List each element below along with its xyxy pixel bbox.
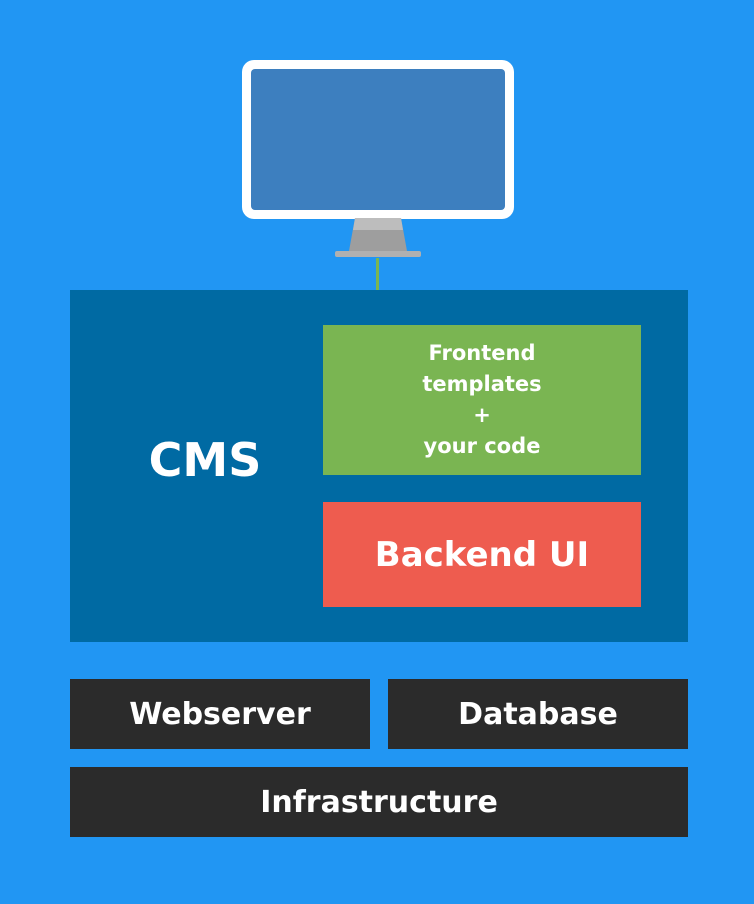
frontend-line: + [473, 403, 491, 427]
database-box: Database [388, 679, 688, 749]
frontend-line: Frontend [428, 341, 536, 365]
infrastructure-box: Infrastructure [70, 767, 688, 837]
connector-line [376, 258, 379, 290]
cms-label: CMS [148, 433, 262, 487]
database-label: Database [458, 696, 618, 732]
frontend-box: Frontend templates + your code [323, 325, 641, 475]
infrastructure-label: Infrastructure [260, 784, 498, 820]
monitor-screen [251, 69, 505, 210]
backend-label: Backend UI [374, 534, 590, 575]
monitor-stand [335, 218, 421, 257]
webserver-label: Webserver [129, 696, 311, 732]
frontend-line: templates [422, 372, 542, 396]
webserver-box: Webserver [70, 679, 370, 749]
frontend-line: your code [423, 434, 541, 458]
backend-box: Backend UI [323, 502, 641, 607]
